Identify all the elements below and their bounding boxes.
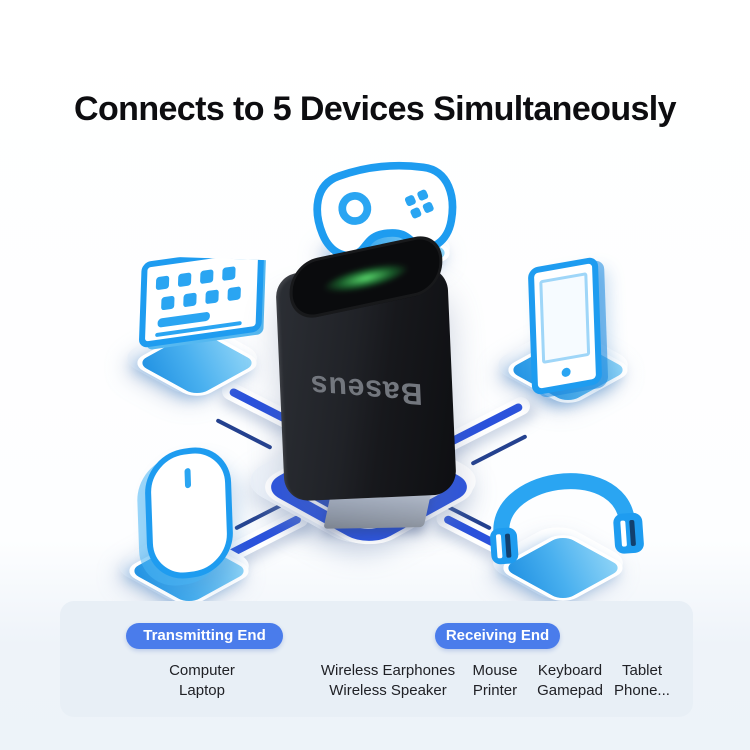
mouse-icon — [143, 442, 238, 584]
receiving-item: Wireless Speaker — [329, 682, 447, 699]
receiving-item: Tablet — [621, 662, 663, 679]
receiving-column-4: Tablet Phone... — [609, 661, 675, 701]
receiving-item: Mouse — [472, 662, 518, 679]
led-indicator — [311, 252, 421, 304]
mouse-scroll-wheel — [184, 467, 192, 489]
receiving-item: Phone... — [614, 682, 670, 699]
receiving-item: Wireless Earphones — [320, 662, 456, 679]
receiving-end-badge: Receiving End — [435, 623, 560, 649]
keyboard-icon — [138, 246, 270, 368]
connection-accent-line — [215, 418, 273, 450]
usb-adapter: Baseus — [275, 231, 460, 536]
page-title: Connects to 5 Devices Simultaneously — [74, 90, 677, 128]
transmitting-items: Computer Laptop — [112, 661, 292, 701]
bottom-panel: Transmitting End Receiving End Computer … — [60, 601, 693, 717]
transmitting-item: Computer — [169, 662, 235, 679]
phone-home-button — [561, 367, 571, 378]
phone-body — [527, 256, 603, 396]
receiving-column-3: Keyboard Gamepad — [531, 661, 609, 701]
brand-logo: Baseus — [309, 368, 424, 411]
receiving-column-1: Wireless Earphones Wireless Speaker — [313, 661, 463, 701]
smartphone-icon — [527, 256, 610, 396]
receiving-item: Keyboard — [537, 662, 603, 679]
transmitting-item: Laptop — [179, 682, 225, 699]
receiving-item: Printer — [472, 682, 518, 699]
receiving-column-2: Mouse Printer — [466, 661, 524, 701]
phone-screen — [539, 272, 591, 365]
transmitting-end-badge: Transmitting End — [126, 623, 283, 649]
headphones-icon — [472, 438, 647, 573]
mouse-body — [143, 442, 235, 584]
receiving-item: Gamepad — [537, 682, 603, 699]
